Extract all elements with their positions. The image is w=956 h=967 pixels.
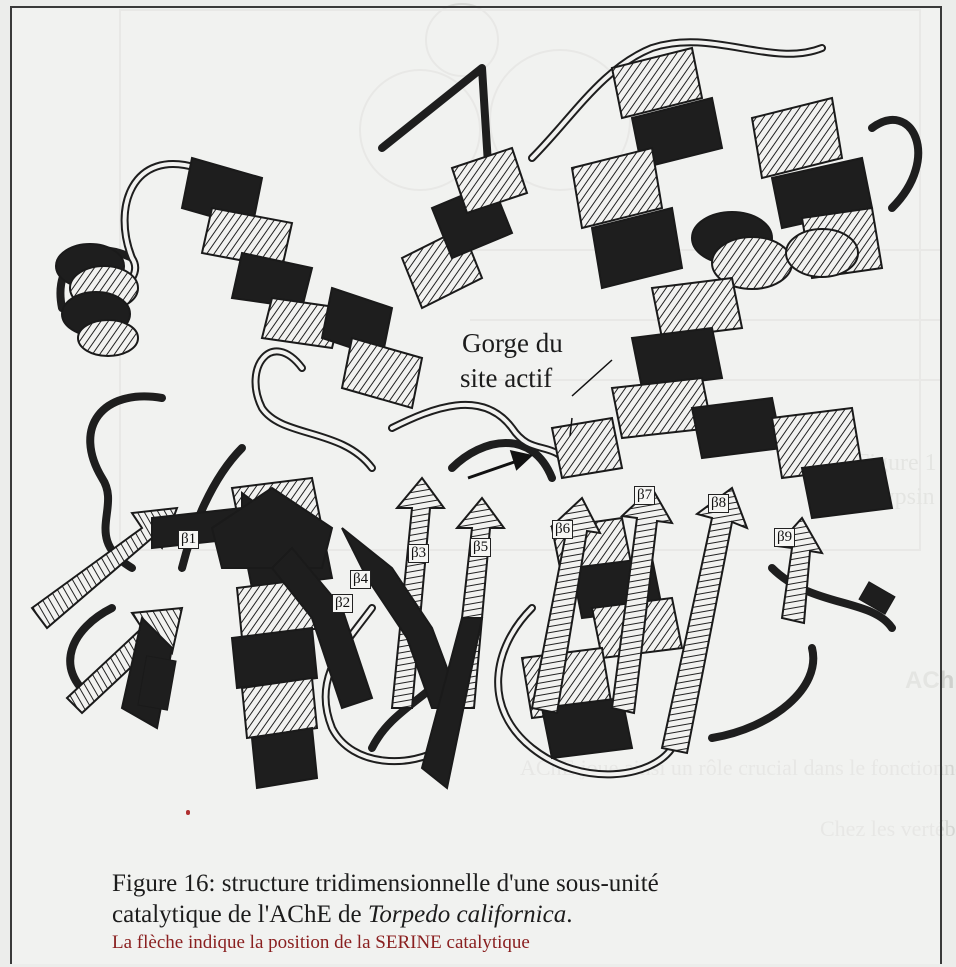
protein-ribbon-diagram: [12, 8, 940, 808]
caption-line-2-prefix: catalytique de l'AChE de: [112, 901, 368, 928]
caption-species: Torpedo californica: [368, 901, 566, 928]
beta-strands: [32, 478, 822, 788]
active-site-arrow: [468, 452, 530, 478]
strand-label-b8: β8: [708, 494, 729, 513]
gorge-label-line2: site actif: [460, 362, 552, 394]
caption-note: La flèche indique la position de la SERI…: [112, 930, 659, 956]
strand-label-b6: β6: [552, 520, 573, 539]
strand-label-b5: β5: [470, 538, 491, 557]
strand-label-b4: β4: [350, 570, 371, 589]
strand-label-b1: β1: [178, 530, 199, 549]
figure-caption: Figure 16: structure tridimensionnelle d…: [112, 868, 659, 956]
gorge-label-line1: Gorge du: [462, 327, 563, 359]
ink-speck: [186, 810, 190, 815]
caption-line-2-suffix: .: [566, 901, 572, 928]
strand-label-b2: β2: [332, 594, 353, 613]
strand-label-b9: β9: [774, 528, 795, 547]
caption-line-1: Figure 16: structure tridimensionnelle d…: [112, 868, 659, 899]
strand-label-b3: β3: [408, 544, 429, 563]
strand-label-b7: β7: [634, 486, 655, 505]
caption-line-2: catalytique de l'AChE de Torpedo califor…: [112, 899, 659, 930]
